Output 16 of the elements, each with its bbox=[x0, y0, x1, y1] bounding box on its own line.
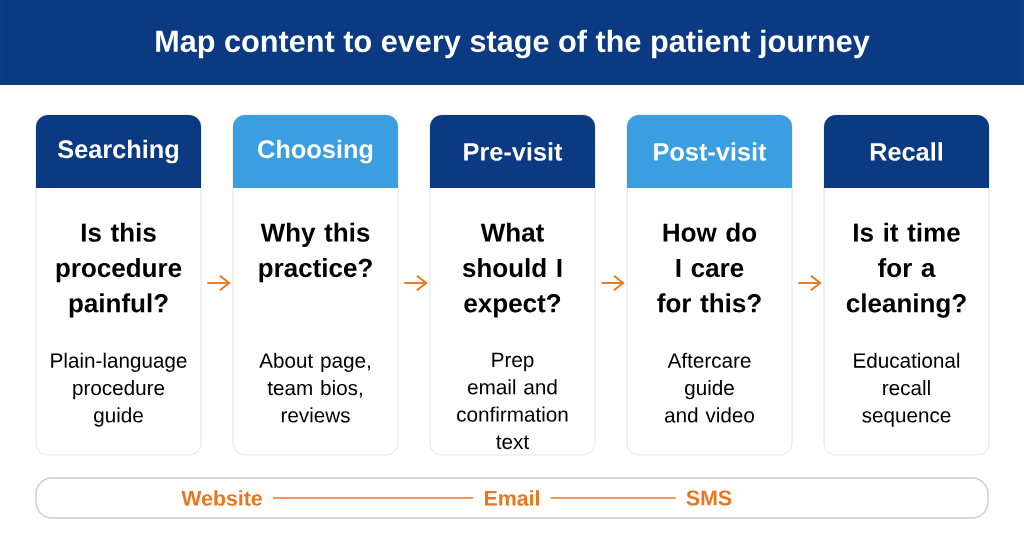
stage-card: Pre-visit What should I expect? Prep email and confirmation text bbox=[429, 114, 596, 456]
stage-card: Post-visit How do I care for this? Aftercare guide and video bbox=[626, 114, 793, 456]
connector-line bbox=[272, 497, 474, 499]
channel-label: Website bbox=[181, 490, 262, 506]
stage-card: Searching Is this procedure painful? Plain-language procedure guide bbox=[35, 114, 202, 456]
channel-bar bbox=[35, 477, 989, 519]
arrow bbox=[600, 274, 625, 292]
arrow bbox=[206, 274, 231, 292]
channel-label: SMS bbox=[686, 490, 732, 506]
arrow bbox=[403, 274, 428, 292]
connector-line bbox=[550, 497, 677, 499]
stage-card: Recall Is it time for a cleaning? Educational recall sequence bbox=[823, 114, 990, 456]
stage-card: Choosing Why this practice? About page, team bios, reviews bbox=[232, 114, 399, 456]
channel-label: Email bbox=[484, 490, 539, 506]
arrow bbox=[797, 274, 822, 292]
title-banner: Map content to every stage of the patient journey bbox=[0, 0, 1024, 85]
